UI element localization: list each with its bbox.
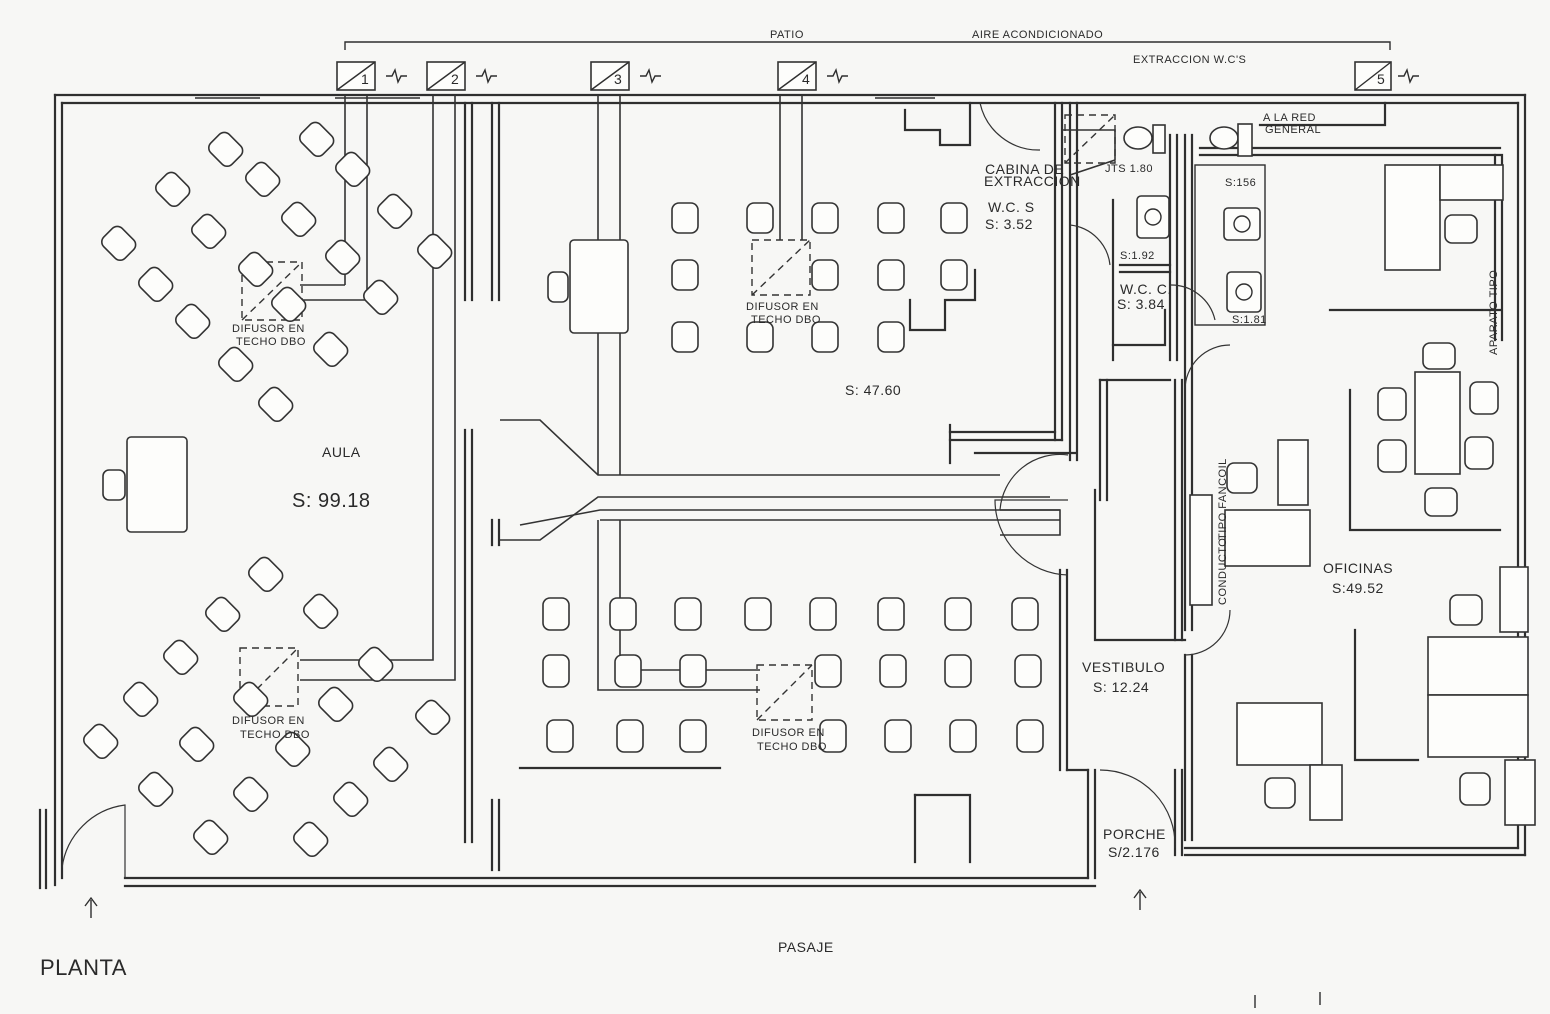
label-cabina-1: CABINA DE <box>985 161 1064 177</box>
label-wcc-name: W.C. C. <box>1120 281 1172 297</box>
bathroom-fixtures <box>1123 123 1266 326</box>
label-extraccion-wcs: EXTRACCION W.C'S <box>1133 54 1246 66</box>
label-difusor-c2: TECHO DBO <box>751 314 821 326</box>
ducts <box>300 95 1116 691</box>
ac-unit-1-number: 1 <box>361 71 369 87</box>
entrance-arrows <box>84 888 1321 1008</box>
label-wcs-name: W.C. S <box>988 199 1035 215</box>
label-tipo-fancoil: TIPO FANCOIL <box>1217 458 1229 540</box>
label-porche-name: PORCHE <box>1103 826 1166 842</box>
top-bracket <box>344 41 1391 50</box>
aula-teacher-desk <box>102 436 188 533</box>
ac-unit-4-number: 4 <box>802 71 810 87</box>
label-difusor-b2: TECHO DBO <box>240 729 310 741</box>
exterior-walls <box>38 93 1527 890</box>
label-difusor-b1: DIFUSOR EN <box>232 715 305 727</box>
ac-unit-4: 4 <box>777 61 848 91</box>
label-vestibulo-name: VESTIBULO <box>1082 659 1165 675</box>
aula-chairs <box>83 121 453 857</box>
label-aula-area: S: 99.18 <box>292 490 371 512</box>
label-s181: S:1.81 <box>1232 314 1267 326</box>
label-porche-area: S/2.176 <box>1108 844 1160 860</box>
doors <box>61 102 1231 878</box>
label-difusor-a1: DIFUSOR EN <box>232 323 305 335</box>
ac-unit-1: 1 <box>336 61 407 91</box>
label-red-general-2: GENERAL <box>1265 124 1321 136</box>
diffusers <box>239 114 1116 721</box>
label-conducto: CONDUCTO <box>1217 538 1229 605</box>
label-aire-acondicionado: AIRE ACONDICIONADO <box>972 29 1103 41</box>
ac-unit-3: 3 <box>590 61 661 91</box>
label-s156: S:156 <box>1225 177 1256 189</box>
label-aparato: APARATO TIPO <box>1488 270 1500 355</box>
label-jts: JTS 1.80 <box>1105 163 1153 175</box>
label-wcc-area: S: 3.84 <box>1117 296 1165 312</box>
label-oficinas-area: S:49.52 <box>1332 580 1384 596</box>
label-wcs-area: S: 3.52 <box>985 216 1033 232</box>
label-difusor-c1: DIFUSOR EN <box>746 301 819 313</box>
label-oficinas-name: OFICINAS <box>1323 560 1393 576</box>
ac-unit-5-number: 5 <box>1377 71 1385 87</box>
office-furniture <box>1189 164 1536 826</box>
label-s192: S:1.92 <box>1120 250 1155 262</box>
label-cabina-2: EXTRACCION <box>984 173 1081 189</box>
label-pasaje: PASAJE <box>778 939 834 955</box>
label-difusor-d1: DIFUSOR EN <box>752 727 825 739</box>
label-planta: PLANTA <box>40 955 127 980</box>
ac-unit-2: 2 <box>426 61 497 91</box>
ac-unit-2-number: 2 <box>451 71 459 87</box>
room3-seats <box>542 597 1044 753</box>
label-patio: PATIO <box>770 29 804 41</box>
label-red-general-1: A LA RED <box>1263 112 1316 124</box>
ac-unit-3-number: 3 <box>614 71 622 87</box>
label-room2-area: S: 47.60 <box>845 382 901 398</box>
label-difusor-a2: TECHO DBO <box>236 336 306 348</box>
label-vestibulo-area: S: 12.24 <box>1093 679 1149 695</box>
room2-seats <box>547 202 968 353</box>
ac-unit-5: 5 <box>1354 61 1419 91</box>
label-aula-name: AULA <box>322 444 361 460</box>
label-difusor-d2: TECHO DBO <box>757 741 827 753</box>
